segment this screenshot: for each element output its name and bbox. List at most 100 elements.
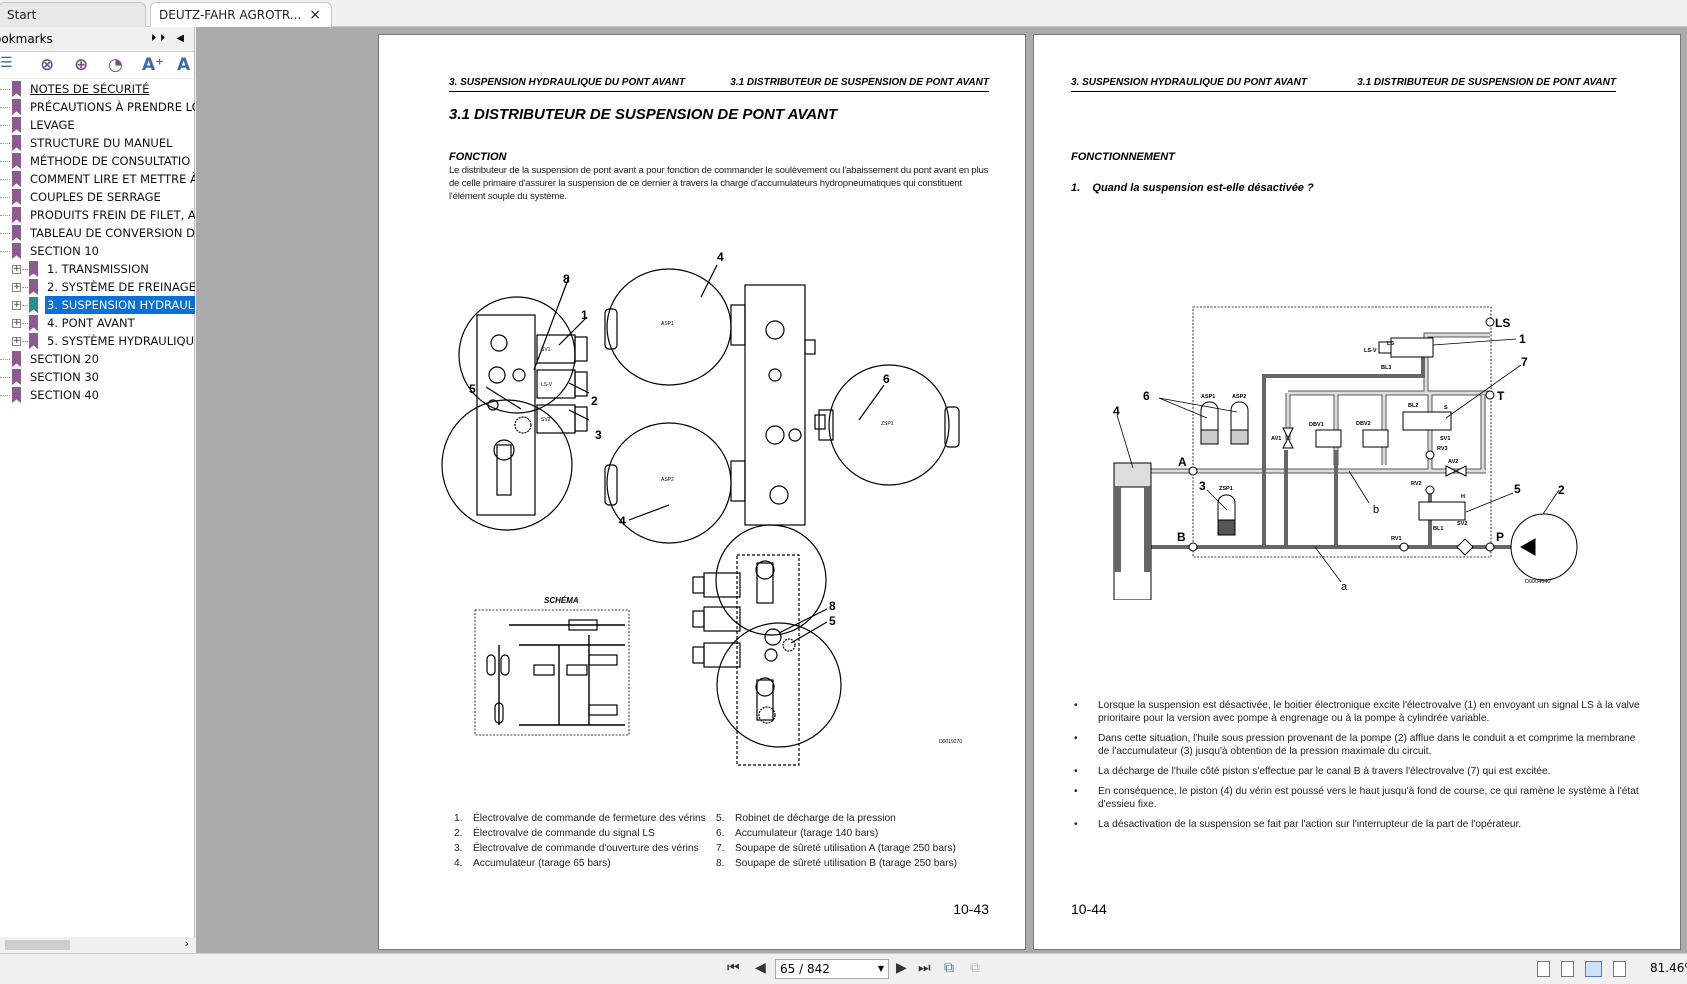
header-chapter: 3. SUSPENSION HYDRAULIQUE DU PONT AVANT: [1071, 77, 1307, 88]
tree-connector: [0, 395, 10, 396]
part-label: ASP2: [1232, 394, 1246, 400]
bookmark-item[interactable]: +3. SUSPENSION HYDRAULIQUE: [0, 296, 195, 314]
header-chapter: 3. SUSPENSION HYDRAULIQUE DU PONT AVANT: [449, 77, 685, 88]
legend-number: 7.: [716, 843, 725, 854]
bookmark-item[interactable]: MÉTHODE DE CONSULTATIO: [0, 152, 195, 170]
tree-connector: [0, 125, 10, 126]
bookmark-label: 5. SYSTÈME HYDRAULIQUE: [47, 334, 195, 348]
next-view-icon[interactable]: ⧉: [970, 960, 980, 976]
expand-icon[interactable]: +: [12, 318, 21, 328]
continuous-view-icon[interactable]: [1561, 961, 1574, 977]
expand-icon[interactable]: +: [12, 282, 21, 292]
bookmark-label: COUPLES DE SERRAGE: [30, 190, 161, 204]
tree-connector: [0, 215, 10, 216]
bookmark-icon: [12, 153, 21, 169]
bookmark-item[interactable]: +1. TRANSMISSION: [0, 260, 195, 278]
font-decrease-icon[interactable]: A: [177, 55, 191, 75]
bookmark-item[interactable]: NOTES DE SÉCURITÉ: [0, 80, 195, 98]
callout-7: 7: [1521, 355, 1528, 369]
callout-6: 6: [883, 372, 890, 386]
expand-all-icon[interactable]: ☰: [0, 55, 13, 71]
panel-collapse-controls[interactable]: ⏵⏵ ◀: [151, 33, 188, 44]
callout-b: b: [1373, 504, 1379, 516]
bookmark-item[interactable]: LEVAGE: [0, 116, 195, 134]
bookmark-item[interactable]: +5. SYSTÈME HYDRAULIQUE: [0, 332, 195, 350]
expand-icon[interactable]: +: [12, 300, 21, 310]
bookmark-icon: [12, 351, 21, 367]
font-increase-icon[interactable]: A⁺: [142, 55, 165, 75]
figure-ref: D0004640: [1525, 579, 1550, 585]
legend-number: 5.: [716, 813, 725, 824]
bookmark-icon: [29, 279, 38, 295]
subsection-question: 1. Quand la suspension est-elle désactiv…: [1071, 182, 1314, 194]
previous-view-icon[interactable]: ⧉: [944, 960, 954, 976]
tree-connector: [22, 341, 28, 342]
page-title: 3.1 DISTRIBUTEUR DE SUSPENSION DE PONT A…: [449, 106, 838, 123]
bookmark-item[interactable]: SECTION 20: [0, 350, 195, 368]
delete-bookmark-icon[interactable]: ⊗: [40, 55, 55, 75]
horizontal-scrollbar[interactable]: ›: [0, 937, 195, 953]
legend-item: 8.Soupape de sûreté utilisation B (tarag…: [716, 856, 957, 871]
bullet-list: Lorsque la suspension est désactivée, le…: [1074, 699, 1644, 838]
first-page-icon[interactable]: ⏮: [727, 960, 740, 976]
bookmark-icon: [12, 117, 21, 133]
scroll-right-icon[interactable]: ›: [184, 937, 189, 950]
chevron-down-icon[interactable]: ▼: [877, 964, 884, 973]
bookmark-item[interactable]: COMMENT LIRE ET METTRE À: [0, 170, 195, 188]
valve-assembly-figure: 4 4 8 1 2 3 5 6 8 5 SCHÉMA ASP1 ASP2 ZSP…: [441, 250, 962, 766]
tree-connector: [22, 269, 28, 270]
close-icon[interactable]: ×: [309, 7, 321, 23]
legend-item: 7.Soupape de sûreté utilisation A (tarag…: [716, 841, 957, 856]
bookmark-label: PRODUITS FREIN DE FILET, A: [30, 208, 195, 222]
bookmark-item[interactable]: STRUCTURE DU MANUEL: [0, 134, 195, 152]
part-label: BL1: [1433, 526, 1443, 532]
port-a: A: [1178, 455, 1187, 469]
tree-connector: [22, 323, 28, 324]
bookmark-item[interactable]: PRÉCAUTIONS À PRENDRE LO: [0, 98, 195, 116]
callout-4: 4: [1113, 404, 1120, 418]
tree-connector: [0, 89, 10, 90]
facing-view-icon[interactable]: [1585, 961, 1602, 977]
tab-start[interactable]: Start: [0, 2, 146, 27]
legend-text: Soupape de sûreté utilisation B (tarage …: [735, 858, 958, 869]
tree-connector: [0, 143, 10, 144]
zoom-level[interactable]: 81.46%: [1650, 961, 1687, 975]
tab-label: DEUTZ-FAHR AGROTR...: [159, 8, 302, 22]
part-label: S: [1444, 405, 1448, 411]
single-page-view-icon[interactable]: [1537, 961, 1550, 977]
bookmark-item[interactable]: SECTION 40: [0, 386, 195, 404]
tree-connector: [0, 161, 10, 162]
bookmark-goto-icon[interactable]: ◔: [108, 55, 123, 75]
legend-text: Accumulateur (tarage 65 bars): [473, 858, 611, 869]
page-number-input[interactable]: 65 / 842▼: [775, 959, 889, 979]
bookmark-item[interactable]: +2. SYSTÈME DE FREINAGE: [0, 278, 195, 296]
bookmark-item[interactable]: COUPLES DE SERRAGE: [0, 188, 195, 206]
bookmark-item[interactable]: SECTION 10: [0, 242, 195, 260]
previous-page-icon[interactable]: ◀: [755, 960, 766, 976]
scrollbar-thumb[interactable]: [5, 940, 70, 950]
expand-icon[interactable]: +: [12, 264, 21, 274]
last-page-icon[interactable]: ⏭: [918, 960, 931, 976]
figure-ref: D0019270: [939, 739, 962, 745]
bookmark-item[interactable]: PRODUITS FREIN DE FILET, A: [0, 206, 195, 224]
bookmark-item[interactable]: TABLEAU DE CONVERSION D: [0, 224, 195, 242]
add-bookmark-icon[interactable]: ⊕: [74, 55, 89, 75]
expand-icon[interactable]: +: [12, 336, 21, 346]
bookmark-item[interactable]: SECTION 30: [0, 368, 195, 386]
tree-connector: [0, 233, 10, 234]
continuous-facing-view-icon[interactable]: [1613, 961, 1626, 977]
page-number: 10-44: [1071, 901, 1107, 917]
schema-label: SCHÉMA: [544, 596, 579, 605]
bookmark-label: 4. PONT AVANT: [47, 316, 135, 330]
part-label: AV2: [1448, 459, 1458, 465]
bookmark-item[interactable]: +4. PONT AVANT: [0, 314, 195, 332]
legend-text: Électrovalve de commande de fermeture de…: [473, 813, 706, 824]
bookmark-label: NOTES DE SÉCURITÉ: [30, 82, 150, 96]
panel-title: ookmarks: [0, 32, 53, 46]
next-page-icon[interactable]: ▶: [896, 960, 907, 976]
header-section: 3.1 DISTRIBUTEUR DE SUSPENSION DE PONT A…: [730, 77, 989, 88]
part-label: SV2: [1457, 521, 1467, 527]
tab-document[interactable]: DEUTZ-FAHR AGROTR... ×: [150, 2, 332, 27]
tab-label: Start: [7, 8, 37, 22]
